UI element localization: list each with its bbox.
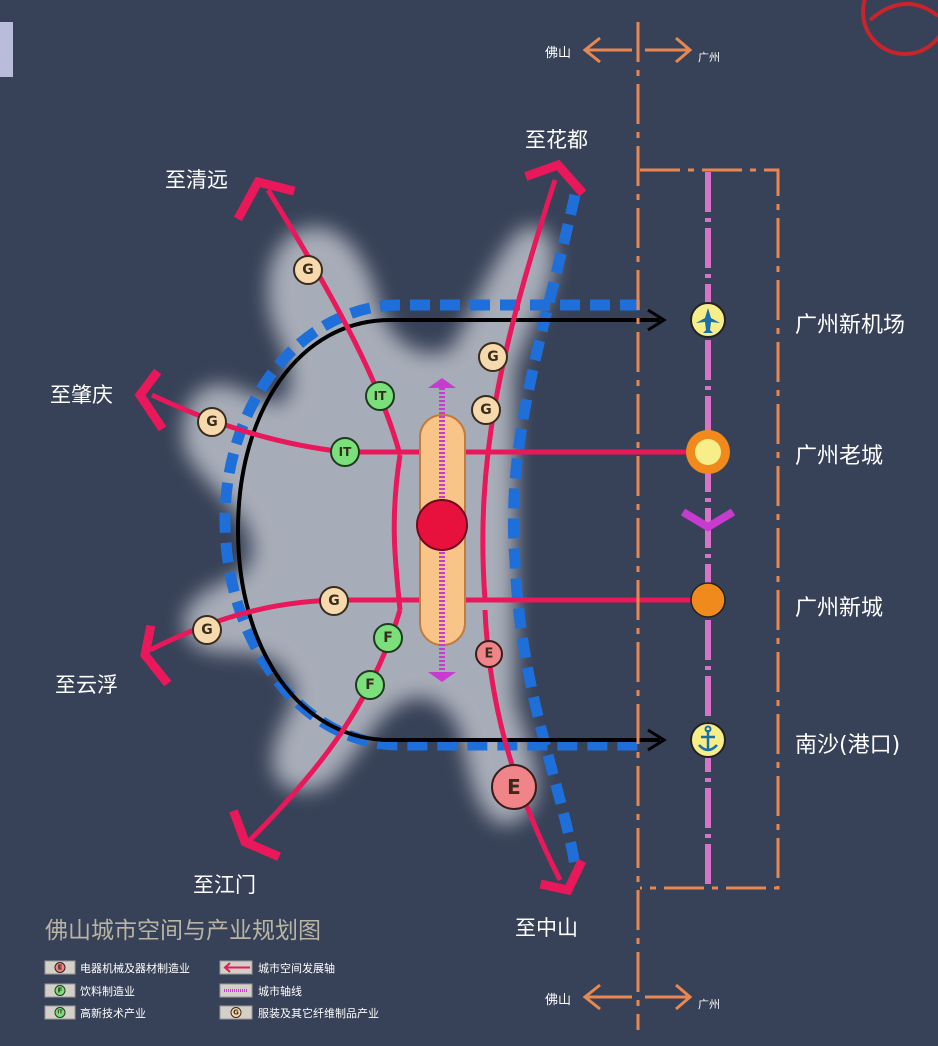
- badge-G-3: G: [478, 342, 508, 372]
- arrowhead-zhongshan: [539, 858, 587, 896]
- arrowhead-yunfu: [140, 624, 172, 687]
- badge-E-1: E: [475, 640, 503, 668]
- guangzhou-frame: [640, 168, 780, 890]
- svg-text:E: E: [58, 964, 63, 972]
- badge-G-2: G: [197, 407, 227, 437]
- badge-G-1: G: [293, 255, 323, 285]
- arc-arrowhead-top: [647, 308, 667, 332]
- svg-text:G: G: [302, 262, 314, 278]
- badge-G-5: G: [319, 586, 349, 616]
- label-new-city: 广州新城: [795, 596, 883, 621]
- badge-F-1: F: [373, 623, 403, 653]
- corner-tab: [0, 22, 13, 77]
- legend-hightech: IT 高新技术产业: [44, 1005, 146, 1020]
- label-old-city: 广州老城: [795, 444, 883, 469]
- svg-text:G: G: [233, 1009, 239, 1017]
- svg-text:G: G: [480, 402, 492, 418]
- label-to-jiangmen: 至江门: [193, 873, 256, 897]
- badge-G-6: G: [192, 615, 222, 645]
- badge-IT-1: IT: [365, 381, 395, 411]
- svg-text:E: E: [507, 775, 521, 799]
- arrowhead-jiangmen: [229, 809, 281, 861]
- label-to-huadu: 至花都: [525, 128, 588, 152]
- badge-F-2: F: [355, 670, 385, 700]
- node-old-city: [686, 430, 730, 474]
- legend-city-axis: 城市轴线: [219, 983, 302, 998]
- city-center-circle: [416, 499, 468, 551]
- node-airport: [690, 302, 726, 338]
- border-arrows-bottom: [582, 983, 693, 1011]
- label-to-zhongshan: 至中山: [515, 916, 578, 940]
- svg-text:饮料制造业: 饮料制造业: [80, 984, 135, 998]
- border-top-left: 佛山: [545, 46, 571, 61]
- badge-G-4: G: [471, 395, 501, 425]
- svg-text:G: G: [206, 414, 218, 430]
- city-axis-arrow-bottom: [428, 672, 456, 682]
- direction-arrowheads: [134, 159, 587, 896]
- label-airport: 广州新机场: [795, 313, 905, 338]
- svg-text:IT: IT: [339, 445, 352, 459]
- svg-text:F: F: [383, 630, 393, 646]
- seal-mark: [861, 0, 938, 56]
- guangzhou-axis-chevron: [680, 508, 736, 532]
- svg-text:IT: IT: [57, 1010, 63, 1016]
- border-arrows-top: [582, 36, 693, 64]
- axis-qingyuan: [265, 188, 403, 456]
- legend-electric: E 电器机械及器材制造业: [44, 960, 190, 975]
- axis-yunfu: [148, 597, 346, 653]
- svg-text:IT: IT: [374, 389, 387, 403]
- svg-text:G: G: [201, 622, 213, 638]
- node-nansha-port: [690, 722, 726, 758]
- arrowhead-qingyuan: [233, 176, 296, 222]
- legend-beverage: F 饮料制造业: [44, 983, 135, 998]
- black-arc-axis: [235, 318, 660, 742]
- svg-text:G: G: [328, 593, 340, 609]
- seal-mark-inner: [868, 2, 938, 22]
- badge-IT-2: IT: [330, 437, 360, 467]
- airplane-icon: [696, 308, 720, 333]
- label-to-qingyuan: 至清远: [165, 168, 228, 192]
- legend-garment: G 服装及其它纤维制品产业: [219, 1005, 379, 1020]
- urban-blob: [183, 226, 555, 825]
- border-bottom-right: 广州: [698, 998, 720, 1011]
- badge-E-2: E: [491, 764, 537, 810]
- arc-arrowhead-bottom: [647, 728, 667, 752]
- svg-text:F: F: [365, 677, 375, 693]
- legend-dev-axis: 城市空间发展轴: [219, 960, 335, 975]
- svg-text:城市空间发展轴: 城市空间发展轴: [258, 961, 335, 975]
- map-title: 佛山城市空间与产业规划图: [45, 918, 321, 944]
- city-axis-arrow-top: [428, 378, 456, 388]
- axis-inner-left: [391, 454, 403, 611]
- svg-text:E: E: [485, 647, 494, 662]
- svg-text:电器机械及器材制造业: 电器机械及器材制造业: [80, 961, 190, 975]
- arrowhead-zhaoqing: [134, 368, 167, 432]
- svg-text:城市轴线: 城市轴线: [258, 984, 302, 998]
- svg-text:F: F: [58, 987, 63, 995]
- anchor-icon: [698, 730, 718, 752]
- node-new-city: [690, 582, 726, 618]
- svg-text:高新技术产业: 高新技术产业: [80, 1006, 146, 1020]
- arrowhead-huadu: [524, 159, 587, 197]
- axis-zhaoqing: [150, 392, 346, 455]
- border-top-right: 广州: [698, 51, 720, 64]
- svg-text:G: G: [487, 349, 499, 365]
- legend: E 电器机械及器材制造业 F 饮料制造业 IT 高新技术产业 城市空间发展轴 城…: [44, 960, 379, 1020]
- label-to-yunfu: 至云浮: [55, 673, 118, 697]
- label-nansha: 南沙(港口): [795, 733, 900, 758]
- border-bottom-left: 佛山: [545, 993, 571, 1008]
- svg-text:服装及其它纤维制品产业: 服装及其它纤维制品产业: [258, 1006, 379, 1020]
- label-to-zhaoqing: 至肇庆: [50, 383, 113, 407]
